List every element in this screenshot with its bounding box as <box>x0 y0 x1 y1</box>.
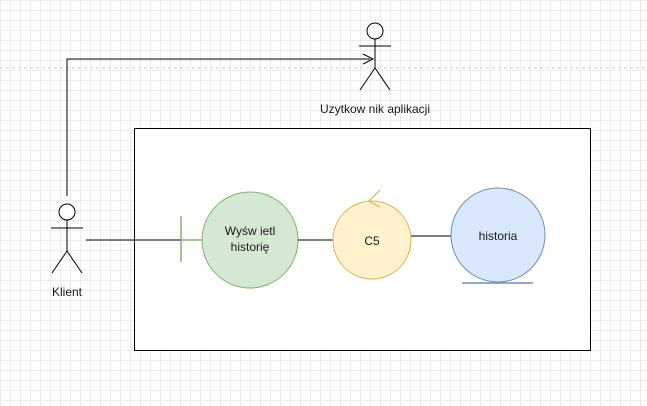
actor-app-user-label: Uzytkow nik aplikacji <box>320 102 430 116</box>
control-label: C5 <box>364 234 380 248</box>
entity-circle <box>450 187 546 283</box>
boundary-label-line1: Wyśw ietl <box>225 224 276 238</box>
boundary-label-line2: historię <box>231 240 270 254</box>
control-circle <box>332 200 412 280</box>
control-object[interactable] <box>332 189 412 280</box>
control-arrow-icon <box>368 189 381 208</box>
entity-label: historia <box>479 229 518 243</box>
actor-app-user[interactable] <box>359 22 391 91</box>
open-arrowhead-icon <box>362 53 375 65</box>
entity-object[interactable] <box>450 187 546 284</box>
actor-client-label: Klient <box>52 285 83 299</box>
association-client-to-user[interactable] <box>66 58 370 196</box>
actor-client[interactable] <box>51 203 83 274</box>
